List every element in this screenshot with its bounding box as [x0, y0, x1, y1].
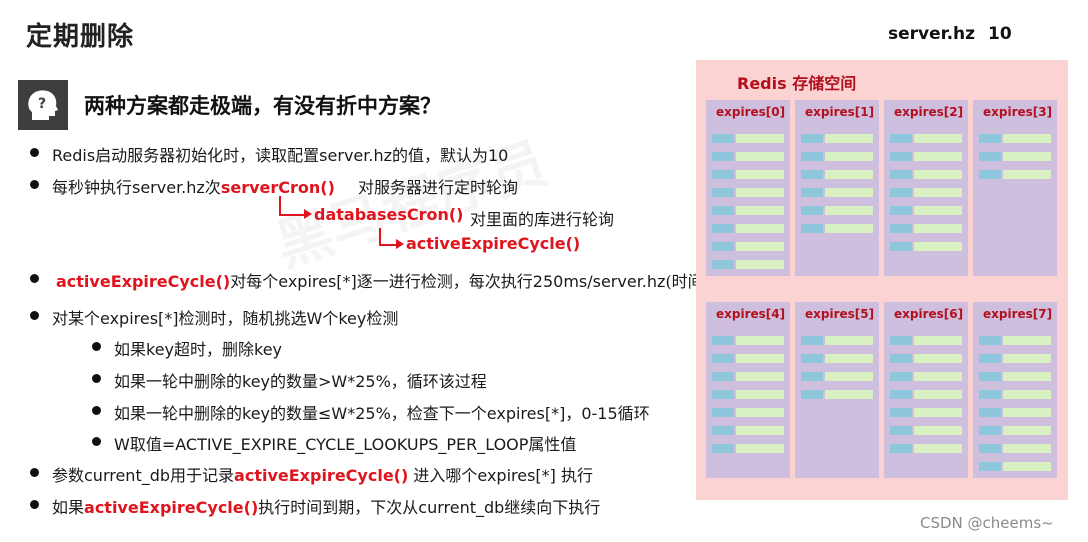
hz-label: server.hz: [888, 24, 976, 44]
databases-cron-func: databasesCron(): [314, 205, 464, 224]
arrow-head: [396, 239, 404, 249]
bullet-dot: [30, 148, 39, 157]
bullet-server-cron: 每秒钟执行server.hz次serverCron(): [52, 174, 335, 198]
sub-bullet-loop: 如果一轮中删除的key的数量>W*25%，循环该过程: [114, 372, 487, 391]
bullet-random-pick: 对某个expires[*]检测时，随机挑选W个key检测: [52, 309, 399, 328]
expires-label: expires[5]: [805, 307, 875, 321]
sub-bullet-w-value: W取值=ACTIVE_EXPIRE_CYCLE_LOOKUPS_PER_LOOP…: [114, 435, 577, 454]
hz-value: 10: [988, 24, 1012, 44]
redis-storage-title: Redis 存储空间: [737, 74, 857, 93]
call-arrow: [379, 228, 399, 246]
sub-bullet-next-expires: 如果一轮中删除的key的数量≤W*25%，检查下一个expires[*]，0-1…: [114, 404, 650, 423]
expires-label: expires[7]: [983, 307, 1053, 321]
bullet-text: 执行时间到期，下次从current_db继续向下执行: [258, 498, 601, 517]
server-cron-note: 对服务器进行定时轮询: [358, 178, 519, 197]
bullet-text: 进入哪个expires[*] 执行: [408, 466, 593, 485]
expires-column: expires[6]: [884, 302, 968, 478]
call-arrow: [279, 196, 307, 216]
sub-bullet-delete-key: 如果key超时，删除key: [114, 340, 283, 359]
csdn-credit: CSDN @cheems~: [920, 514, 1054, 532]
expires-column: expires[7]: [973, 302, 1057, 478]
expires-label: expires[2]: [894, 105, 964, 119]
expires-label: expires[4]: [716, 307, 786, 321]
active-expire-cycle-func: activeExpireCycle(): [84, 498, 259, 517]
expires-label: expires[1]: [805, 105, 875, 119]
expires-label: expires[3]: [983, 105, 1053, 119]
expires-column: expires[2]: [884, 100, 968, 276]
server-cron-func: serverCron(): [220, 178, 335, 197]
bullet-dot: [30, 500, 39, 509]
bullet-text: 参数current_db用于记录: [52, 466, 235, 485]
slide-title: 定期删除: [26, 22, 135, 52]
bullet-text: 如果: [52, 498, 85, 517]
expires-column: expires[5]: [795, 302, 879, 478]
bullet-text: 每秒钟执行server.hz次: [52, 178, 221, 197]
bullet-init-config: Redis启动服务器初始化时，读取配置server.hz的值，默认为10: [52, 146, 509, 165]
bullet-text: 对每个expires[*]逐一进行检测，每次执行250ms/server.hz: [230, 272, 666, 291]
bullet-dot: [30, 274, 39, 283]
databases-cron-note: 对里面的库进行轮询: [470, 210, 615, 229]
expires-column: expires[4]: [706, 302, 790, 478]
bullet-dot: [30, 468, 39, 477]
bullet-dot: [92, 437, 101, 446]
svg-text:?: ?: [38, 96, 46, 112]
bullet-dot: [30, 180, 39, 189]
active-expire-cycle-func: activeExpireCycle(): [234, 466, 409, 485]
active-expire-cycle-func: activeExpireCycle(): [406, 234, 581, 253]
expires-label: expires[0]: [716, 105, 786, 119]
bullet-dot: [30, 311, 39, 320]
thinking-head-icon: ?: [18, 80, 68, 130]
expires-column: expires[1]: [795, 100, 879, 276]
expires-column: expires[3]: [973, 100, 1057, 276]
expires-label: expires[6]: [894, 307, 964, 321]
active-expire-cycle-func: activeExpireCycle(): [56, 272, 231, 291]
bullet-dot: [92, 342, 101, 351]
arrow-head: [304, 209, 312, 219]
bullet-dot: [92, 374, 101, 383]
expires-column: expires[0]: [706, 100, 790, 276]
question-heading: 两种方案都走极端，有没有折中方案？: [84, 94, 441, 118]
bullet-dot: [92, 406, 101, 415]
bullet-expire-cycle: activeExpireCycle()对每个expires[*]逐一进行检测，每…: [56, 268, 710, 292]
bullet-continue: 如果activeExpireCycle()执行时间到期，下次从current_d…: [52, 494, 600, 518]
bullet-current-db: 参数current_db用于记录activeExpireCycle() 进入哪个…: [52, 462, 593, 486]
